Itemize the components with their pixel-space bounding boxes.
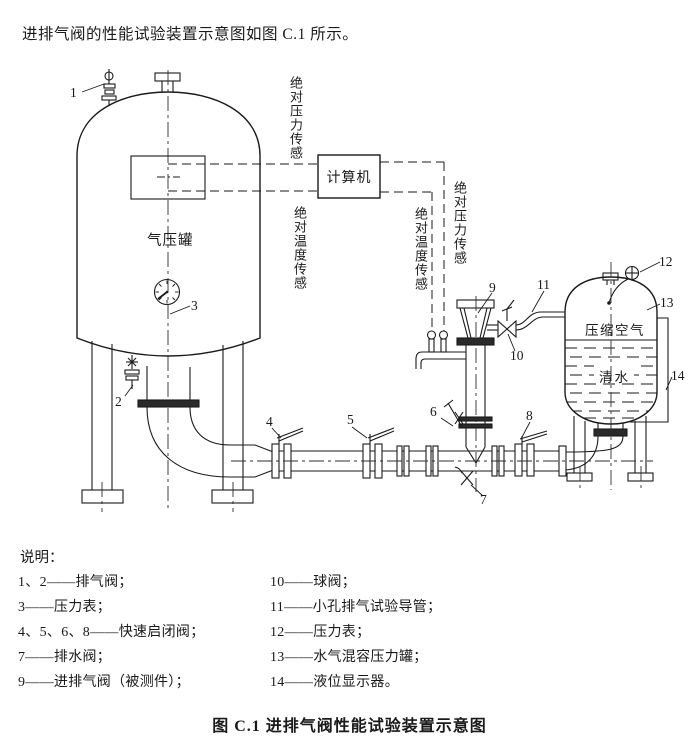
mixing-tank-outlet	[565, 423, 628, 471]
legend-item: 7——排水阀；	[18, 650, 112, 665]
mixing-tank-top-fitting	[602, 272, 619, 285]
callout-3: 3	[191, 298, 198, 313]
callout-11: 11	[537, 277, 550, 292]
test-tube-11	[515, 311, 565, 331]
tank-top-fitting	[154, 72, 181, 92]
sensor-label-pressure-right: 绝对压力传感	[452, 181, 467, 265]
callout-14: 14	[671, 368, 685, 383]
leader-lines	[81, 83, 673, 497]
legend-item: 1、2——排气阀；	[18, 575, 133, 590]
signal-lines	[168, 161, 445, 331]
quick-valve-8	[514, 430, 548, 477]
air-pressure-tank	[76, 69, 273, 504]
legend-item: 11——小孔排气试验导管；	[270, 600, 442, 615]
drain-valve-7	[454, 466, 474, 486]
sensor-probes	[415, 330, 466, 369]
compressed-air-label: 压缩空气	[585, 323, 645, 338]
sensor-label-pressure-left: 绝对压力传感	[288, 76, 303, 160]
callout-7: 7	[480, 492, 487, 507]
callout-4: 4	[266, 414, 273, 429]
pressure-gauge-3	[153, 278, 181, 306]
intro-sentence: 进排气阀的性能试验装置示意图如图 C.1 所示。	[22, 26, 359, 43]
tank-legs	[81, 341, 254, 504]
callout-1: 1	[70, 85, 77, 100]
legend-item: 13——水气混容压力罐；	[270, 650, 428, 665]
test-valve-assembly	[415, 299, 565, 465]
tank-outlet-elbow	[137, 366, 273, 478]
callout-9: 9	[489, 280, 496, 295]
callout-5: 5	[347, 412, 354, 427]
callout-10: 10	[510, 348, 524, 363]
legend-item: 12——压力表；	[270, 625, 371, 640]
level-indicator-14	[630, 317, 669, 423]
computer-box	[317, 154, 381, 199]
test-valve-funnel	[456, 299, 495, 346]
clean-water-label: 清水	[599, 370, 630, 385]
legend-title: 说明：	[20, 550, 64, 566]
sensor-label-temp-left: 绝对温度传感	[292, 206, 307, 290]
figure-caption: 图 C.1 进排气阀性能试验装置示意图	[212, 718, 487, 735]
computer-label: 计算机	[326, 170, 372, 186]
legend-item: 14——液位显示器。	[270, 675, 399, 690]
centerlines	[101, 70, 653, 512]
callout-13: 13	[660, 295, 674, 310]
legend-item: 10——球阀；	[270, 575, 357, 590]
legend-item: 9——进排气阀（被测件）；	[18, 675, 190, 690]
air-tank-label: 气压罐	[147, 233, 194, 249]
sensor-label-temp-right: 绝对温度传感	[413, 207, 428, 291]
legend-item: 4、5、6、8——快速启闭阀；	[18, 625, 205, 640]
exhaust-valve-1	[101, 69, 117, 106]
callout-2: 2	[115, 394, 122, 409]
quick-valve-6	[443, 399, 464, 428]
ball-valve-10	[487, 299, 517, 339]
callout-6: 6	[430, 404, 437, 419]
pressure-gauge-12	[607, 265, 640, 305]
callout-8: 8	[526, 408, 533, 423]
legend-item: 3——压力表；	[18, 600, 112, 615]
callout-12: 12	[659, 254, 673, 269]
exhaust-valve-2	[124, 355, 140, 389]
